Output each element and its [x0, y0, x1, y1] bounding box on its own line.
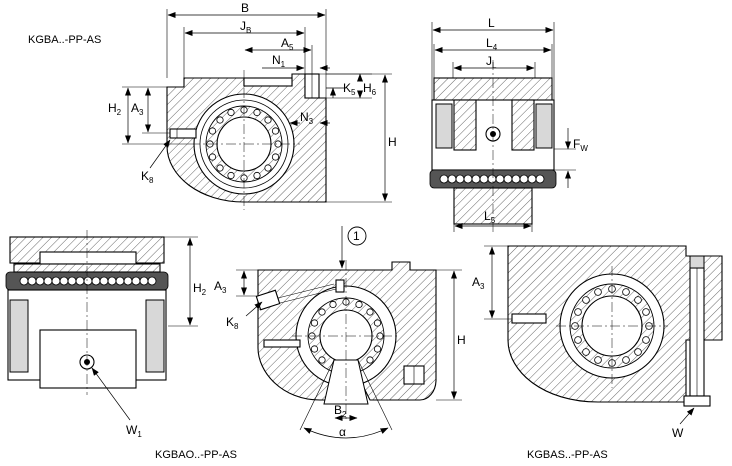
dim-N3: N3 — [300, 110, 314, 126]
title-kgbas: KGBAS..-PP-AS — [527, 449, 608, 461]
dim-B: B — [241, 1, 249, 15]
dim-A3-kgba: A3 — [131, 101, 144, 117]
dim-K8-kgbao: K8 — [226, 315, 239, 331]
dim-W1: W1 — [126, 423, 142, 439]
dim-W: W — [672, 426, 684, 440]
dim-H-kgbao: H — [457, 333, 466, 347]
marker-1: 1 — [353, 229, 360, 243]
dim-H6: H6 — [363, 81, 377, 97]
dim-A3-kgbas: A3 — [472, 275, 485, 291]
side-balls — [439, 174, 545, 184]
front-balls — [19, 276, 157, 286]
view-kgbao: KGBAO..-PP-AS 1 A3 — [155, 226, 466, 461]
dim-H2-front: H2 — [193, 281, 207, 297]
kgba-top-pocket — [243, 77, 293, 87]
dim-FW: FW — [573, 137, 588, 153]
kgbao-balls — [308, 298, 384, 364]
marker-1-circle — [347, 226, 367, 246]
title-kgba: KGBA..-PP-AS — [28, 34, 101, 46]
dim-A3-kgbao: A3 — [214, 279, 227, 295]
view-front: H2 W1 — [5, 230, 207, 439]
kgbas-lube-port — [511, 313, 547, 324]
dim-JB: JB — [240, 19, 251, 35]
dim-A5: A5 — [281, 36, 294, 52]
view-side: L L4 JL FW L5 — [429, 16, 588, 232]
view-kgbas: KGBAS..-PP-AS A3 W — [472, 245, 723, 461]
dim-K5: K5 — [343, 81, 356, 97]
view-kgba: KGBA..-PP-AS B — [28, 1, 397, 210]
kgba-lube-port — [169, 128, 197, 139]
dim-L4: L4 — [486, 36, 498, 52]
dim-K8-kgba: K8 — [141, 169, 154, 185]
dim-JL: JL — [486, 54, 497, 70]
dim-H2-kgba: H2 — [108, 101, 122, 117]
dim-H-kgba: H — [388, 135, 397, 149]
dim-B2: B2 — [334, 403, 347, 419]
dim-L5: L5 — [484, 209, 496, 225]
dim-N1: N1 — [272, 53, 286, 69]
title-kgbao: KGBAO..-PP-AS — [155, 449, 237, 461]
dim-L: L — [488, 16, 495, 30]
dim-alpha: α — [339, 425, 346, 439]
